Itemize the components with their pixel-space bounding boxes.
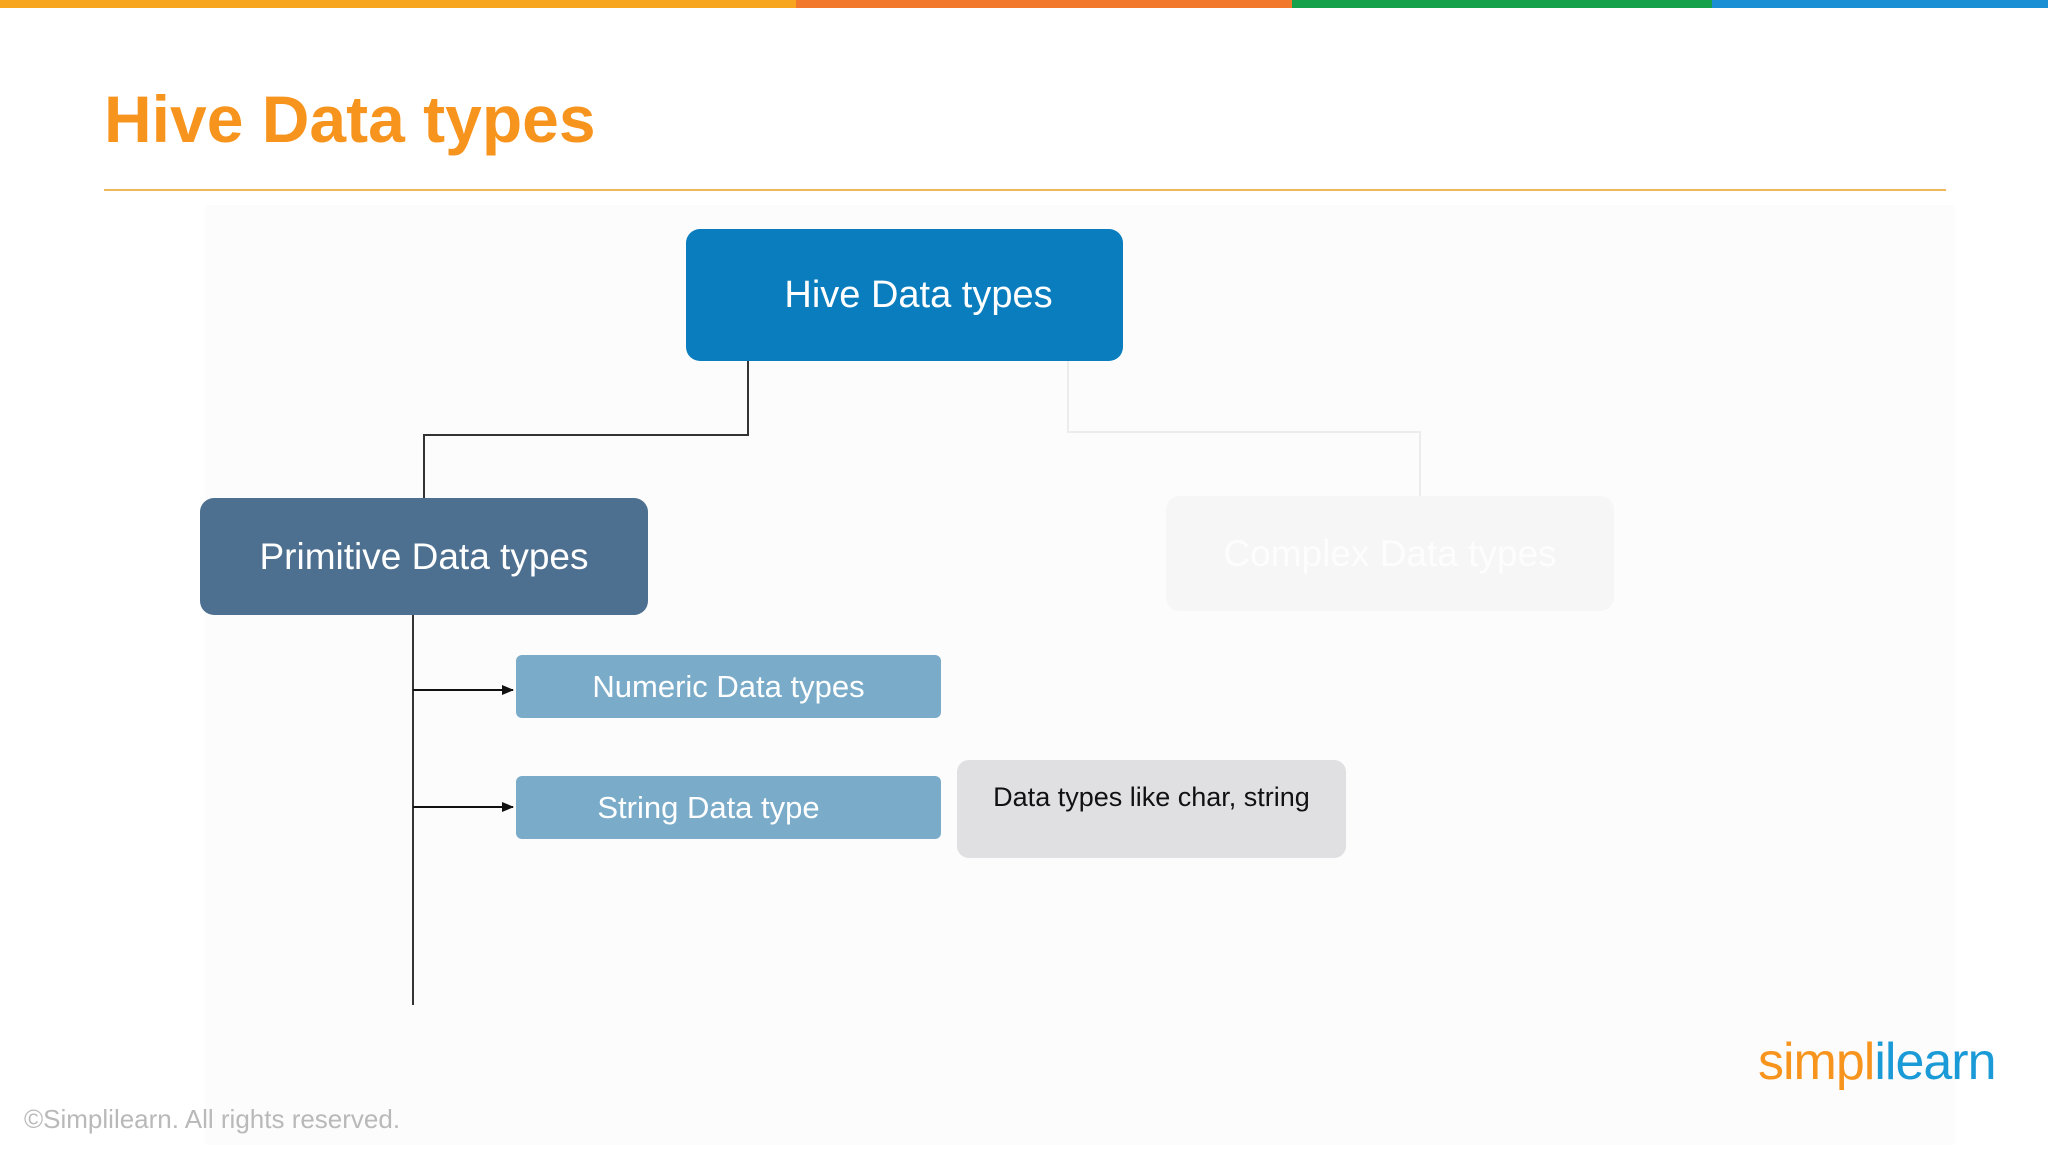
node-numeric-data-types: Numeric Data types — [516, 655, 941, 718]
string-description-callout: Data types like char, string — [957, 760, 1346, 858]
logo-part-simpl: simpl — [1758, 1033, 1875, 1091]
node-numeric-label: Numeric Data types — [592, 668, 865, 704]
top-bar-segment-orange — [0, 0, 796, 8]
diagram-background — [205, 205, 1955, 1145]
node-complex-data-types: Complex Data types — [1166, 496, 1614, 611]
node-primitive-label: Primitive Data types — [259, 535, 589, 577]
top-color-bar — [0, 0, 2048, 8]
slide-title: Hive Data types — [104, 82, 596, 156]
node-primitive-data-types: Primitive Data types — [200, 498, 648, 615]
simplilearn-logo: simplilearn — [1758, 1033, 1997, 1091]
title-divider — [104, 189, 1946, 191]
node-string-label: String Data type — [597, 789, 820, 825]
node-complex-label: Complex Data types — [1223, 532, 1557, 574]
top-bar-segment-red — [796, 0, 1292, 8]
top-bar-segment-blue — [1712, 0, 2048, 8]
top-bar-segment-green — [1292, 0, 1712, 8]
connector-root-to-primitive — [423, 361, 749, 498]
node-hive-data-types: Hive Data types — [686, 229, 1123, 361]
copyright-notice: ©Simplilearn. All rights reserved. — [24, 1104, 401, 1134]
string-description-text: Data types like char, string — [993, 782, 1310, 812]
node-hive-data-types-label: Hive Data types — [784, 273, 1053, 316]
connector-root-to-complex — [1067, 361, 1421, 496]
logo-part-ilearn: ilearn — [1874, 1033, 1996, 1091]
node-string-data-type: String Data type — [516, 776, 941, 839]
